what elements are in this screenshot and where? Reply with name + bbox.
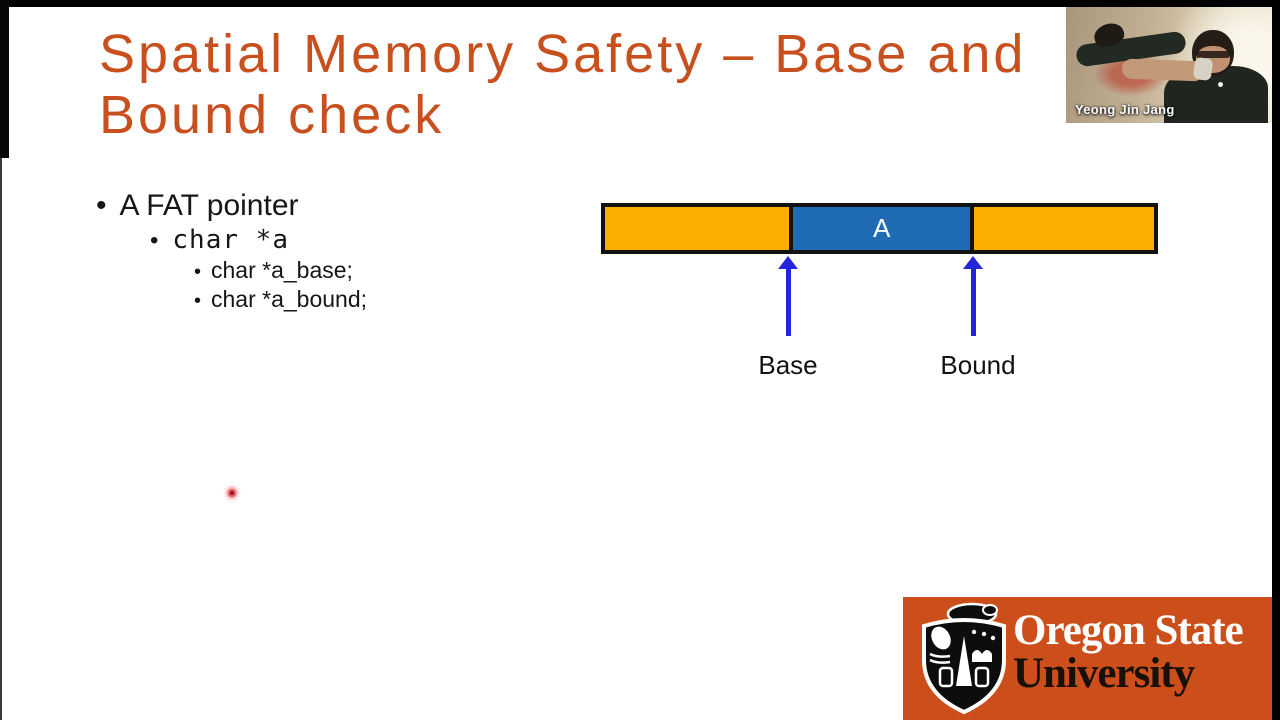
speaker-forearm bbox=[1121, 58, 1205, 82]
slide-title-line-1: Spatial Memory Safety – Base and bbox=[99, 24, 1027, 84]
memory-region-left bbox=[605, 207, 790, 250]
speaker-cuff bbox=[1192, 56, 1214, 82]
memory-bar: A bbox=[601, 203, 1158, 254]
webcam-overlay: Yeong Jin Jang bbox=[1066, 0, 1280, 123]
osu-wordmark: Oregon State University bbox=[1013, 607, 1244, 697]
arrowhead bbox=[963, 256, 983, 269]
osu-wordmark-line-2: University bbox=[1013, 650, 1195, 697]
bullet-text: char *a_base; bbox=[211, 257, 353, 283]
bullet-text: char *a_bound; bbox=[211, 286, 368, 312]
arrowhead bbox=[778, 256, 798, 269]
memory-region-right bbox=[973, 207, 1154, 250]
arrow-shaft bbox=[970, 269, 976, 336]
bullet-icon: • bbox=[96, 189, 107, 222]
bound-label: Bound bbox=[940, 350, 1016, 380]
arrow-shaft bbox=[785, 269, 791, 336]
top-letterbox-bar bbox=[0, 0, 1280, 7]
speaker-glasses bbox=[1196, 51, 1230, 58]
base-arrow-icon bbox=[777, 256, 799, 336]
object-label: A bbox=[873, 213, 891, 243]
bullet-icon: • bbox=[150, 227, 160, 254]
webcam-video-feed: Yeong Jin Jang bbox=[1066, 4, 1280, 123]
bullet-item-fat-pointer: • A FAT pointer bbox=[96, 189, 299, 223]
bullet-item-char-a: • char *a bbox=[150, 225, 289, 255]
bullet-text: A FAT pointer bbox=[119, 189, 299, 222]
bullet-item-char-a-bound: • char *a_bound; bbox=[194, 286, 367, 313]
left-letterbox-bar bbox=[0, 0, 9, 158]
laser-pointer-dot bbox=[223, 484, 241, 502]
speaker-shirt-button bbox=[1218, 82, 1223, 87]
left-edge-line bbox=[0, 0, 2, 720]
bullet-icon: • bbox=[194, 290, 202, 312]
allocated-object-block: A bbox=[789, 207, 974, 250]
right-letterbox-bar bbox=[1272, 0, 1280, 720]
slide-title-line-2: Bound check bbox=[99, 85, 445, 145]
bullet-item-char-a-base: • char *a_base; bbox=[194, 257, 353, 284]
slide-title: Spatial Memory Safety – Base and Bound c… bbox=[99, 24, 1026, 146]
bullet-text-code: char *a bbox=[172, 225, 289, 255]
base-label: Base bbox=[758, 350, 818, 380]
bound-arrow-icon bbox=[962, 256, 984, 336]
osu-crest-icon bbox=[922, 602, 1006, 715]
bullet-icon: • bbox=[194, 261, 202, 283]
osu-wordmark-line-1: Oregon State bbox=[1013, 607, 1244, 654]
university-logo-block: Oregon State University bbox=[903, 597, 1272, 720]
webcam-name-tag: Yeong Jin Jang bbox=[1075, 102, 1175, 117]
